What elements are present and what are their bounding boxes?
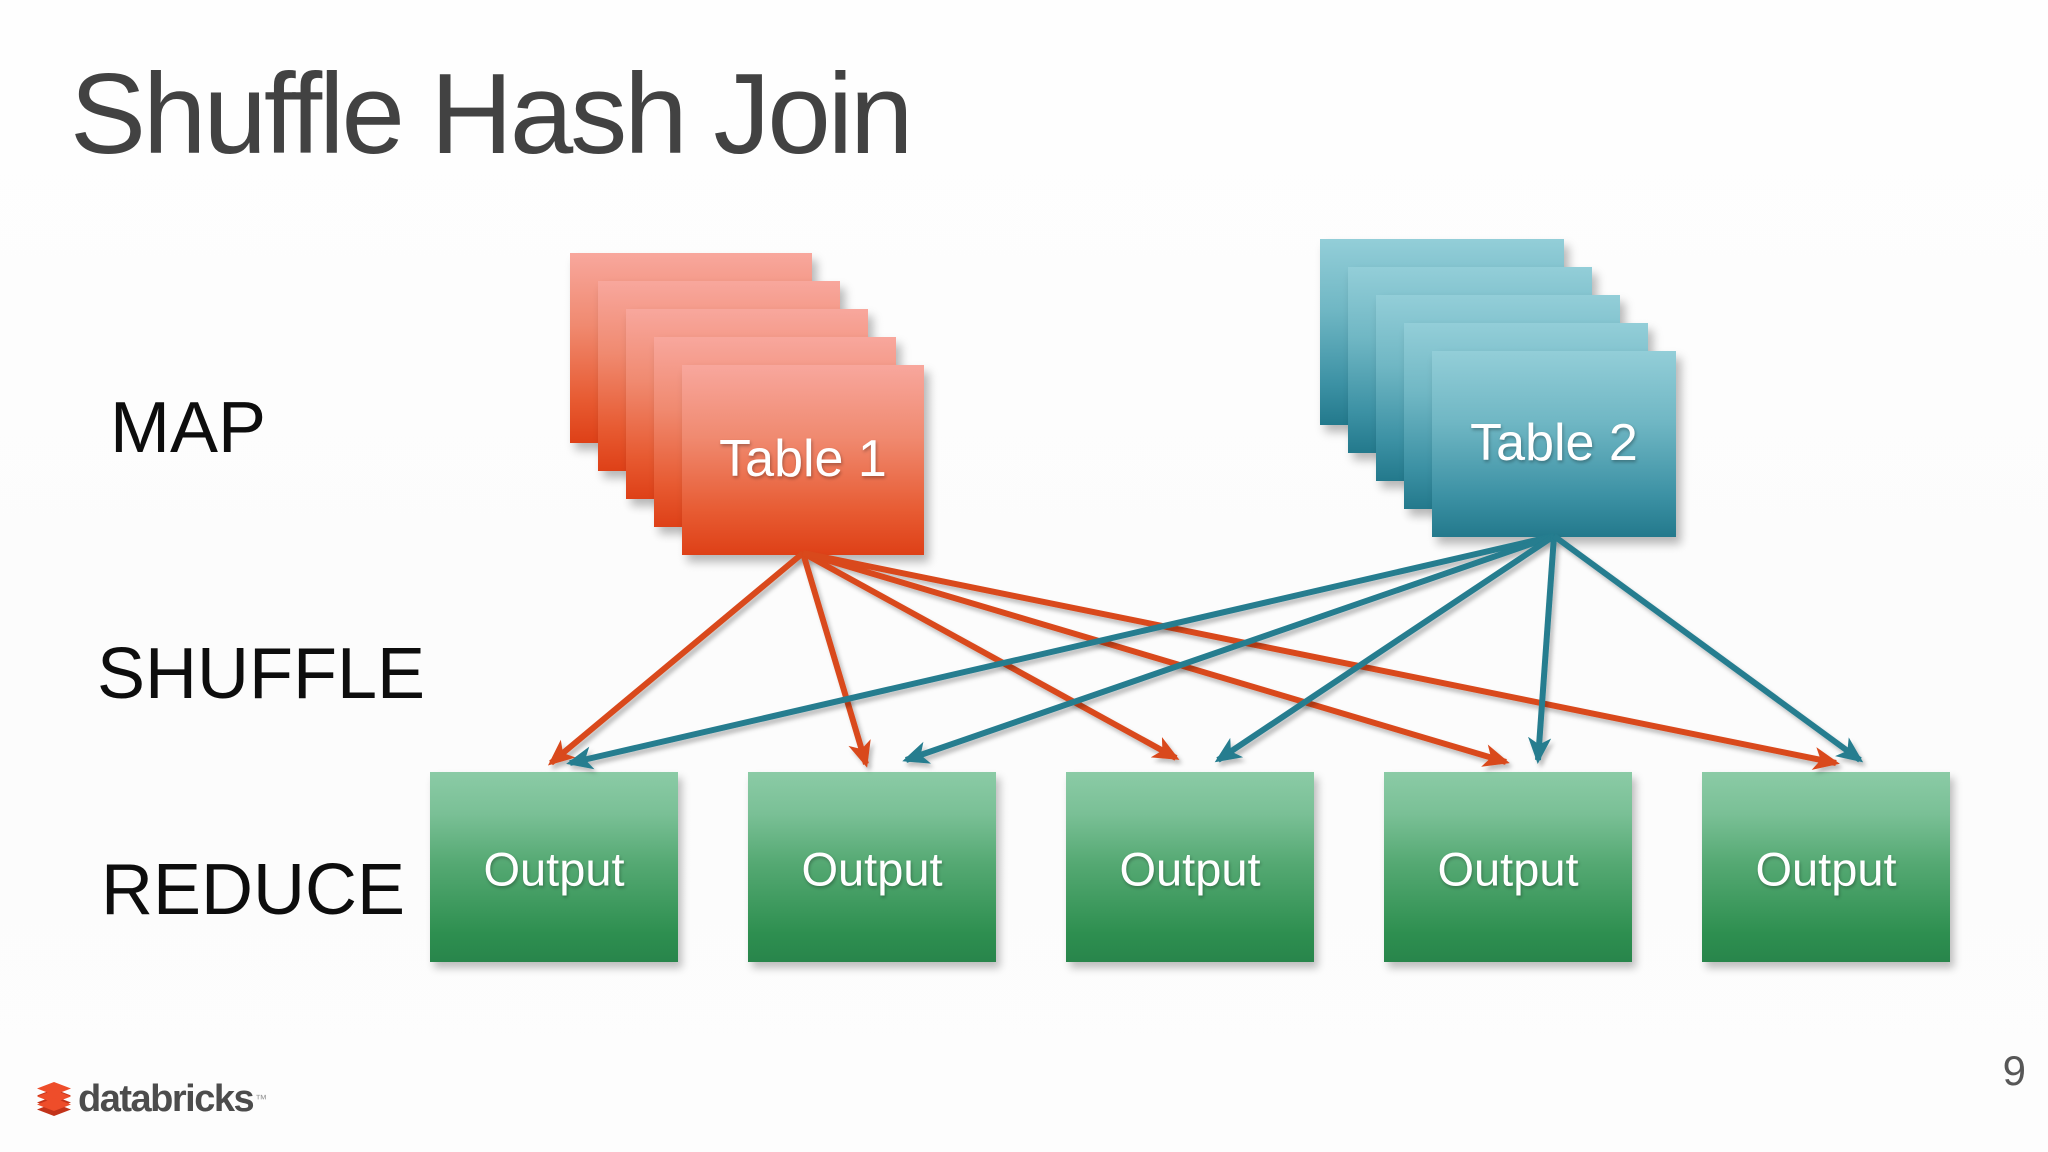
databricks-logo-text: databricks	[78, 1078, 255, 1120]
table2-label: Table 2	[1470, 413, 1638, 472]
databricks-logo: databricks ™	[34, 1078, 267, 1120]
table1-front-card: Table 1	[682, 365, 924, 555]
output-box-2: Output	[748, 772, 996, 962]
table1-label: Table 1	[719, 429, 887, 488]
arrow-table2-output4	[1528, 535, 1557, 764]
arrow-table2-output2	[902, 533, 1555, 764]
arrow-table1-output1	[547, 550, 805, 766]
arrow-table2-output3	[1214, 533, 1556, 763]
stage-label-map: MAP	[110, 388, 267, 468]
page-number: 9	[2002, 1047, 2026, 1094]
output-box-4: Output	[1384, 772, 1632, 962]
arrow-table2-output1	[566, 533, 1555, 770]
databricks-logo-icon	[37, 1082, 71, 1116]
slide-title: Shuffle Hash Join	[70, 51, 913, 178]
output-label: Output	[1755, 842, 1897, 896]
output-label: Output	[1119, 842, 1261, 896]
output-label: Output	[801, 842, 943, 896]
databricks-trademark: ™	[255, 1092, 268, 1106]
output-label: Output	[483, 842, 625, 896]
output-box-5: Output	[1702, 772, 1950, 962]
arrow-table1-output4	[802, 550, 1510, 767]
output-box-3: Output	[1066, 772, 1314, 962]
arrow-table1-output3	[801, 550, 1180, 761]
stage-label-reduce: REDUCE	[101, 850, 406, 930]
arrow-table2-output5	[1552, 533, 1864, 763]
arrow-table1-output5	[802, 550, 1840, 770]
output-label: Output	[1437, 842, 1579, 896]
table2-front-card: Table 2	[1432, 351, 1676, 537]
stage-label-shuffle: SHUFFLE	[97, 634, 426, 714]
arrow-table1-output2	[800, 552, 871, 768]
output-box-1: Output	[430, 772, 678, 962]
